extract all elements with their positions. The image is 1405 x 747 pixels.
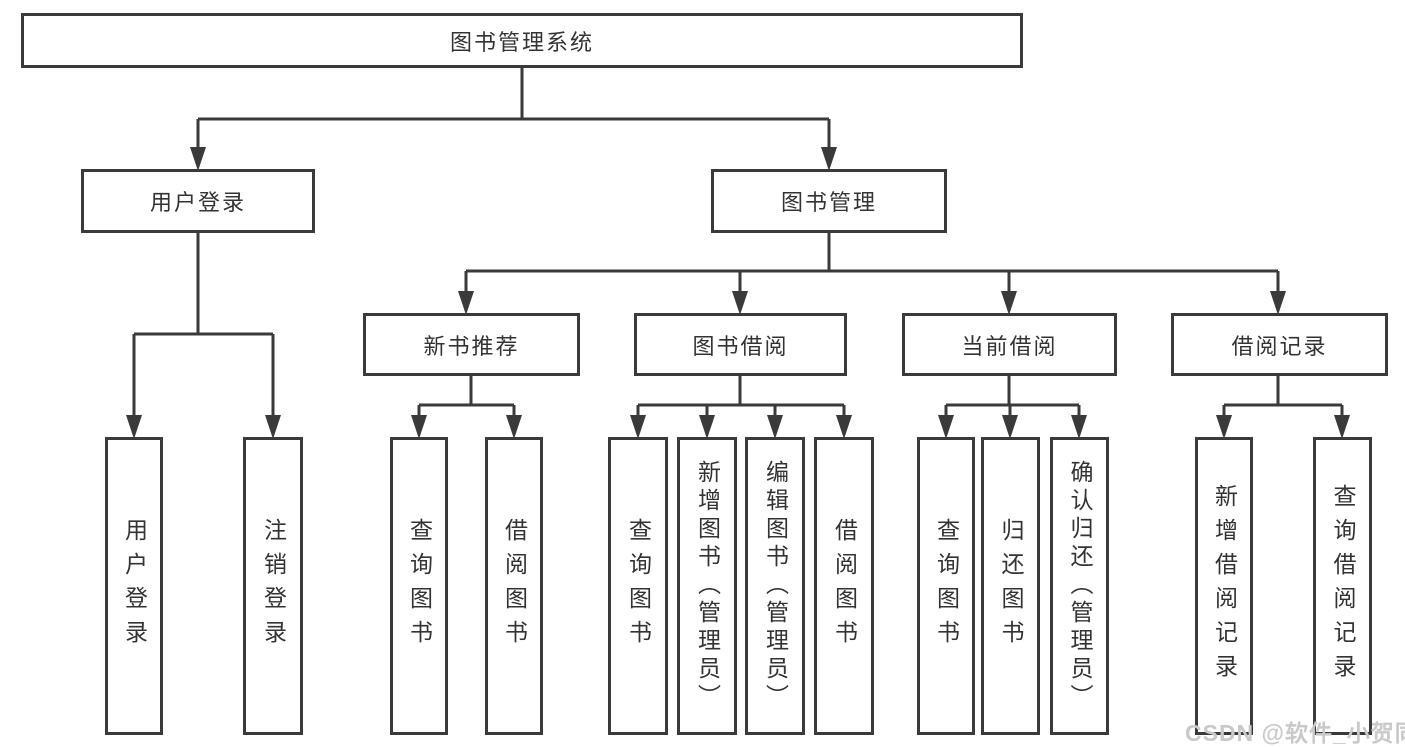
node-new-book-recommend: 新书推荐 — [363, 313, 580, 376]
node-label: 借阅图书 — [831, 518, 858, 654]
node-leaf-borrow-books-recommend: 借阅图书 — [485, 437, 543, 735]
node-label: 借阅图书 — [501, 518, 528, 654]
node-label: 注销登录 — [260, 518, 287, 654]
node-label: 查询图书 — [625, 518, 652, 654]
node-leaf-query-books-current: 查询图书 — [917, 437, 975, 735]
node-leaf-logout-login: 注销登录 — [243, 437, 303, 735]
node-leaf-add-borrow-record: 新增借阅记录 — [1195, 437, 1253, 735]
node-label: 确认归还（管理员） — [1067, 460, 1093, 712]
node-label: 编辑图书（管理员） — [762, 460, 789, 712]
node-library-management-system: 图书管理系统 — [21, 13, 1023, 68]
node-leaf-borrow-books: 借阅图书 — [814, 437, 874, 735]
node-leaf-query-books-recommend: 查询图书 — [390, 437, 448, 735]
node-label: 新书推荐 — [423, 333, 520, 359]
csdn-watermark: CSDN @软件_小贺同学 — [1185, 720, 1405, 746]
node-leaf-add-books-admin: 新增图书（管理员） — [677, 437, 737, 735]
node-current-borrowing: 当前借阅 — [902, 313, 1117, 376]
node-book-borrowing: 图书借阅 — [634, 313, 847, 376]
node-leaf-confirm-return-admin: 确认归还（管理员） — [1050, 437, 1109, 735]
node-label: 用户登录 — [121, 518, 148, 654]
node-label: 图书管理系统 — [449, 29, 594, 55]
node-label: 查询借阅记录 — [1330, 484, 1356, 688]
node-label: 图书管理 — [780, 190, 877, 215]
node-leaf-user-login: 用户登录 — [105, 437, 163, 735]
node-label: 用户登录 — [149, 190, 246, 215]
node-leaf-query-borrow-record: 查询借阅记录 — [1313, 437, 1372, 735]
node-label: 借阅记录 — [1231, 333, 1328, 359]
node-book-management: 图书管理 — [711, 169, 947, 233]
node-label: 查询图书 — [933, 518, 960, 654]
arrowhead-icons — [126, 147, 1350, 439]
node-leaf-edit-books-admin: 编辑图书（管理员） — [745, 437, 805, 735]
node-label: 图书借阅 — [692, 333, 789, 359]
node-label: 归还图书 — [998, 518, 1024, 654]
node-label: 查询图书 — [406, 518, 433, 654]
node-borrowing-records: 借阅记录 — [1171, 313, 1388, 376]
node-label: 新增图书（管理员） — [694, 460, 721, 712]
node-leaf-query-books-borrowing: 查询图书 — [608, 437, 668, 735]
node-label: 新增借阅记录 — [1211, 484, 1238, 688]
node-leaf-return-books: 归还图书 — [981, 437, 1040, 735]
node-label: 当前借阅 — [961, 333, 1058, 359]
node-user-login: 用户登录 — [81, 169, 315, 233]
